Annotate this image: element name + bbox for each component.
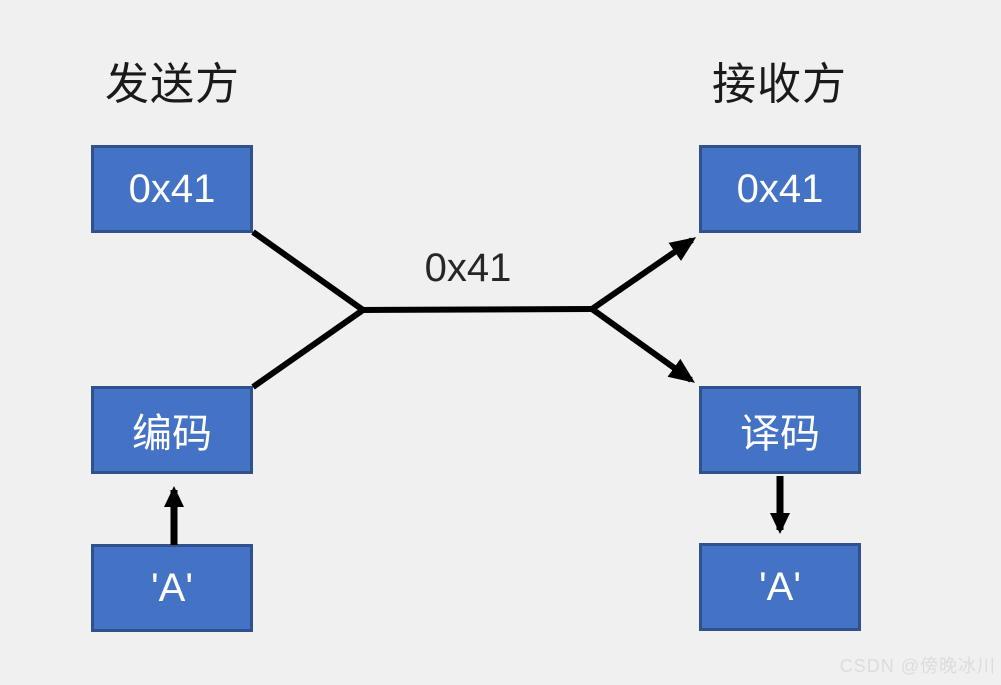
sender-hex-label: 0x41 (128, 166, 216, 211)
receiver-title: 接收方 (712, 60, 847, 109)
junction-to-decode-arrow (590, 306, 696, 383)
channel-byte-label: 0x41 (424, 246, 512, 290)
sender-hex-to-junction-line (251, 229, 365, 313)
channel-line (359, 306, 593, 313)
sender-char-label: 'A' (151, 565, 193, 610)
junction-to-receiver-hex-arrow (590, 237, 697, 312)
encode-box: 编码 (91, 386, 253, 474)
watermark-text: CSDN @傍晚冰川 (839, 656, 996, 676)
receiver-char-box: 'A' (699, 543, 861, 631)
receiver-hex-label: 0x41 (736, 166, 824, 211)
encode-to-junction-line (251, 307, 365, 390)
decode-label: 译码 (740, 412, 820, 456)
sender-char-box: 'A' (91, 544, 253, 632)
receiver-char-label: 'A' (759, 564, 801, 609)
encode-label: 编码 (132, 412, 212, 456)
decode-box: 译码 (699, 386, 861, 474)
receiver-hex-box: 0x41 (699, 145, 861, 233)
sender-title: 发送方 (105, 60, 240, 109)
sender-hex-box: 0x41 (91, 145, 253, 233)
